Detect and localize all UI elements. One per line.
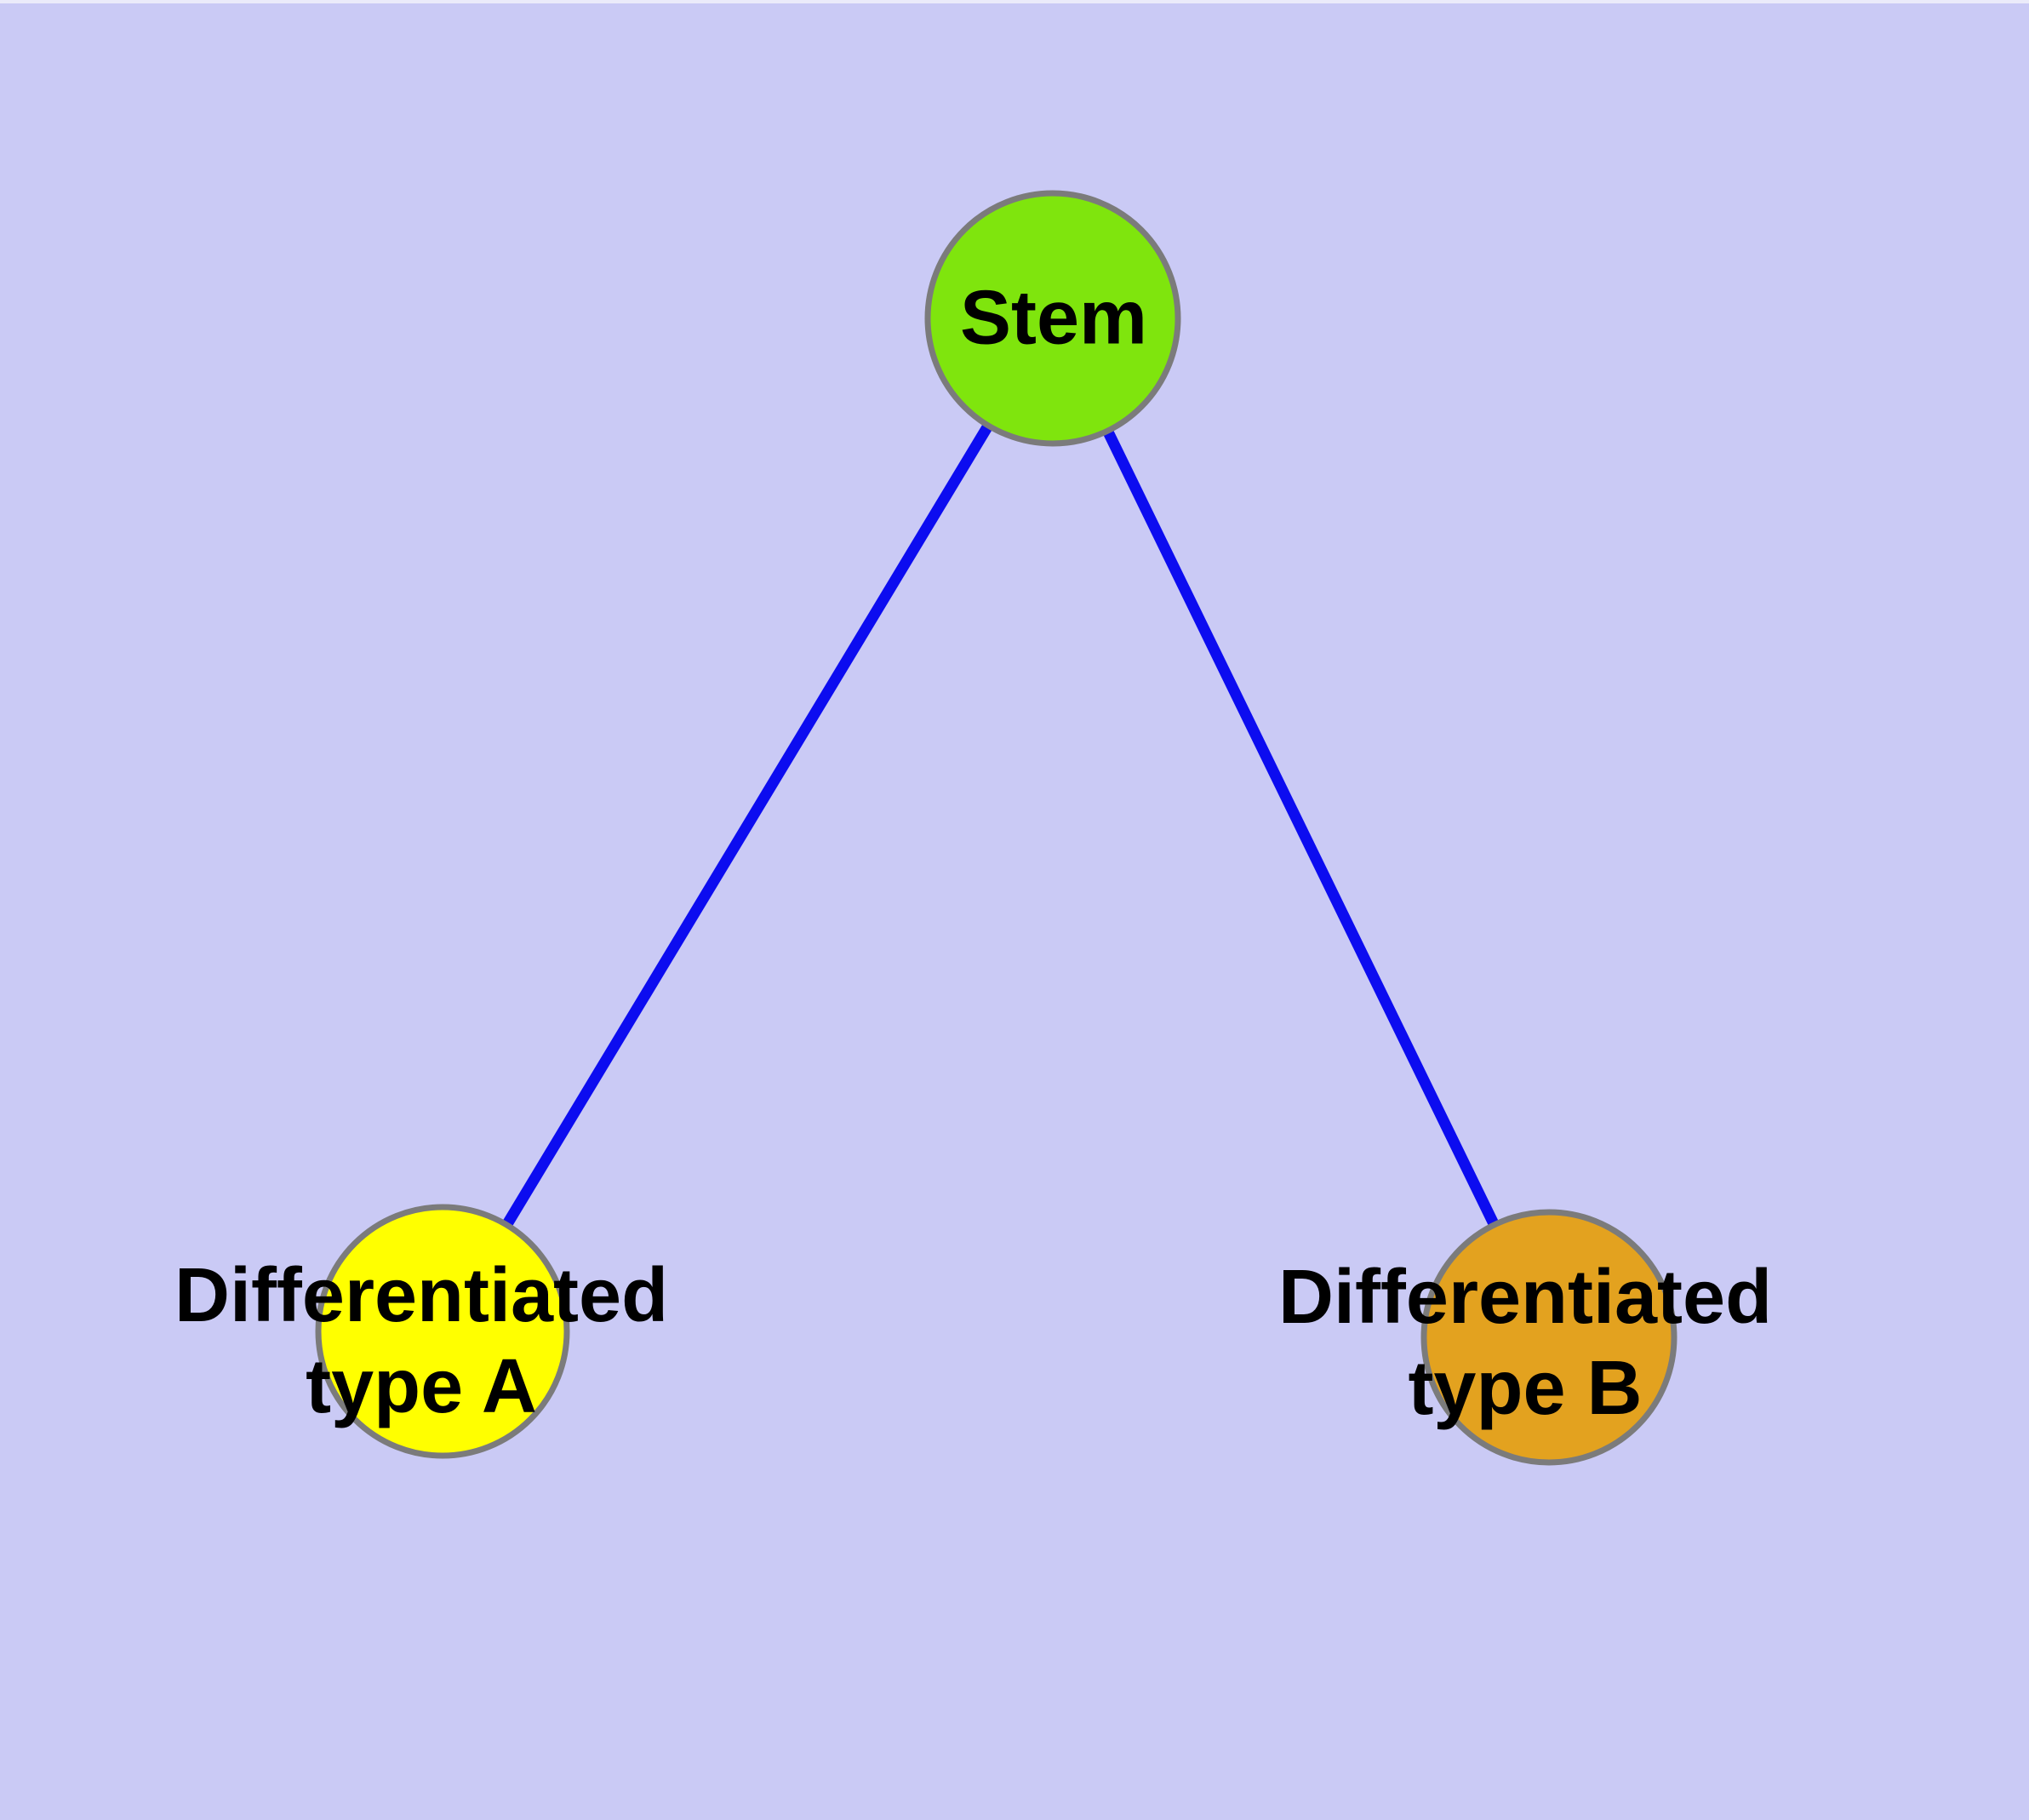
node-label-differentiated-type-a: Differentiated type A xyxy=(174,1252,669,1429)
node-label-stem: Stem xyxy=(959,275,1148,361)
top-edge-highlight xyxy=(0,0,2029,3)
node-label-differentiated-type-b: Differentiated type B xyxy=(1277,1254,1773,1431)
node-stem[interactable] xyxy=(924,190,1181,447)
node-differentiated-type-a[interactable] xyxy=(315,1204,570,1459)
edge-stem-to-type-a xyxy=(437,315,1058,1335)
edge-stem-to-type-b xyxy=(1048,316,1554,1340)
node-differentiated-type-b[interactable] xyxy=(1420,1209,1677,1466)
